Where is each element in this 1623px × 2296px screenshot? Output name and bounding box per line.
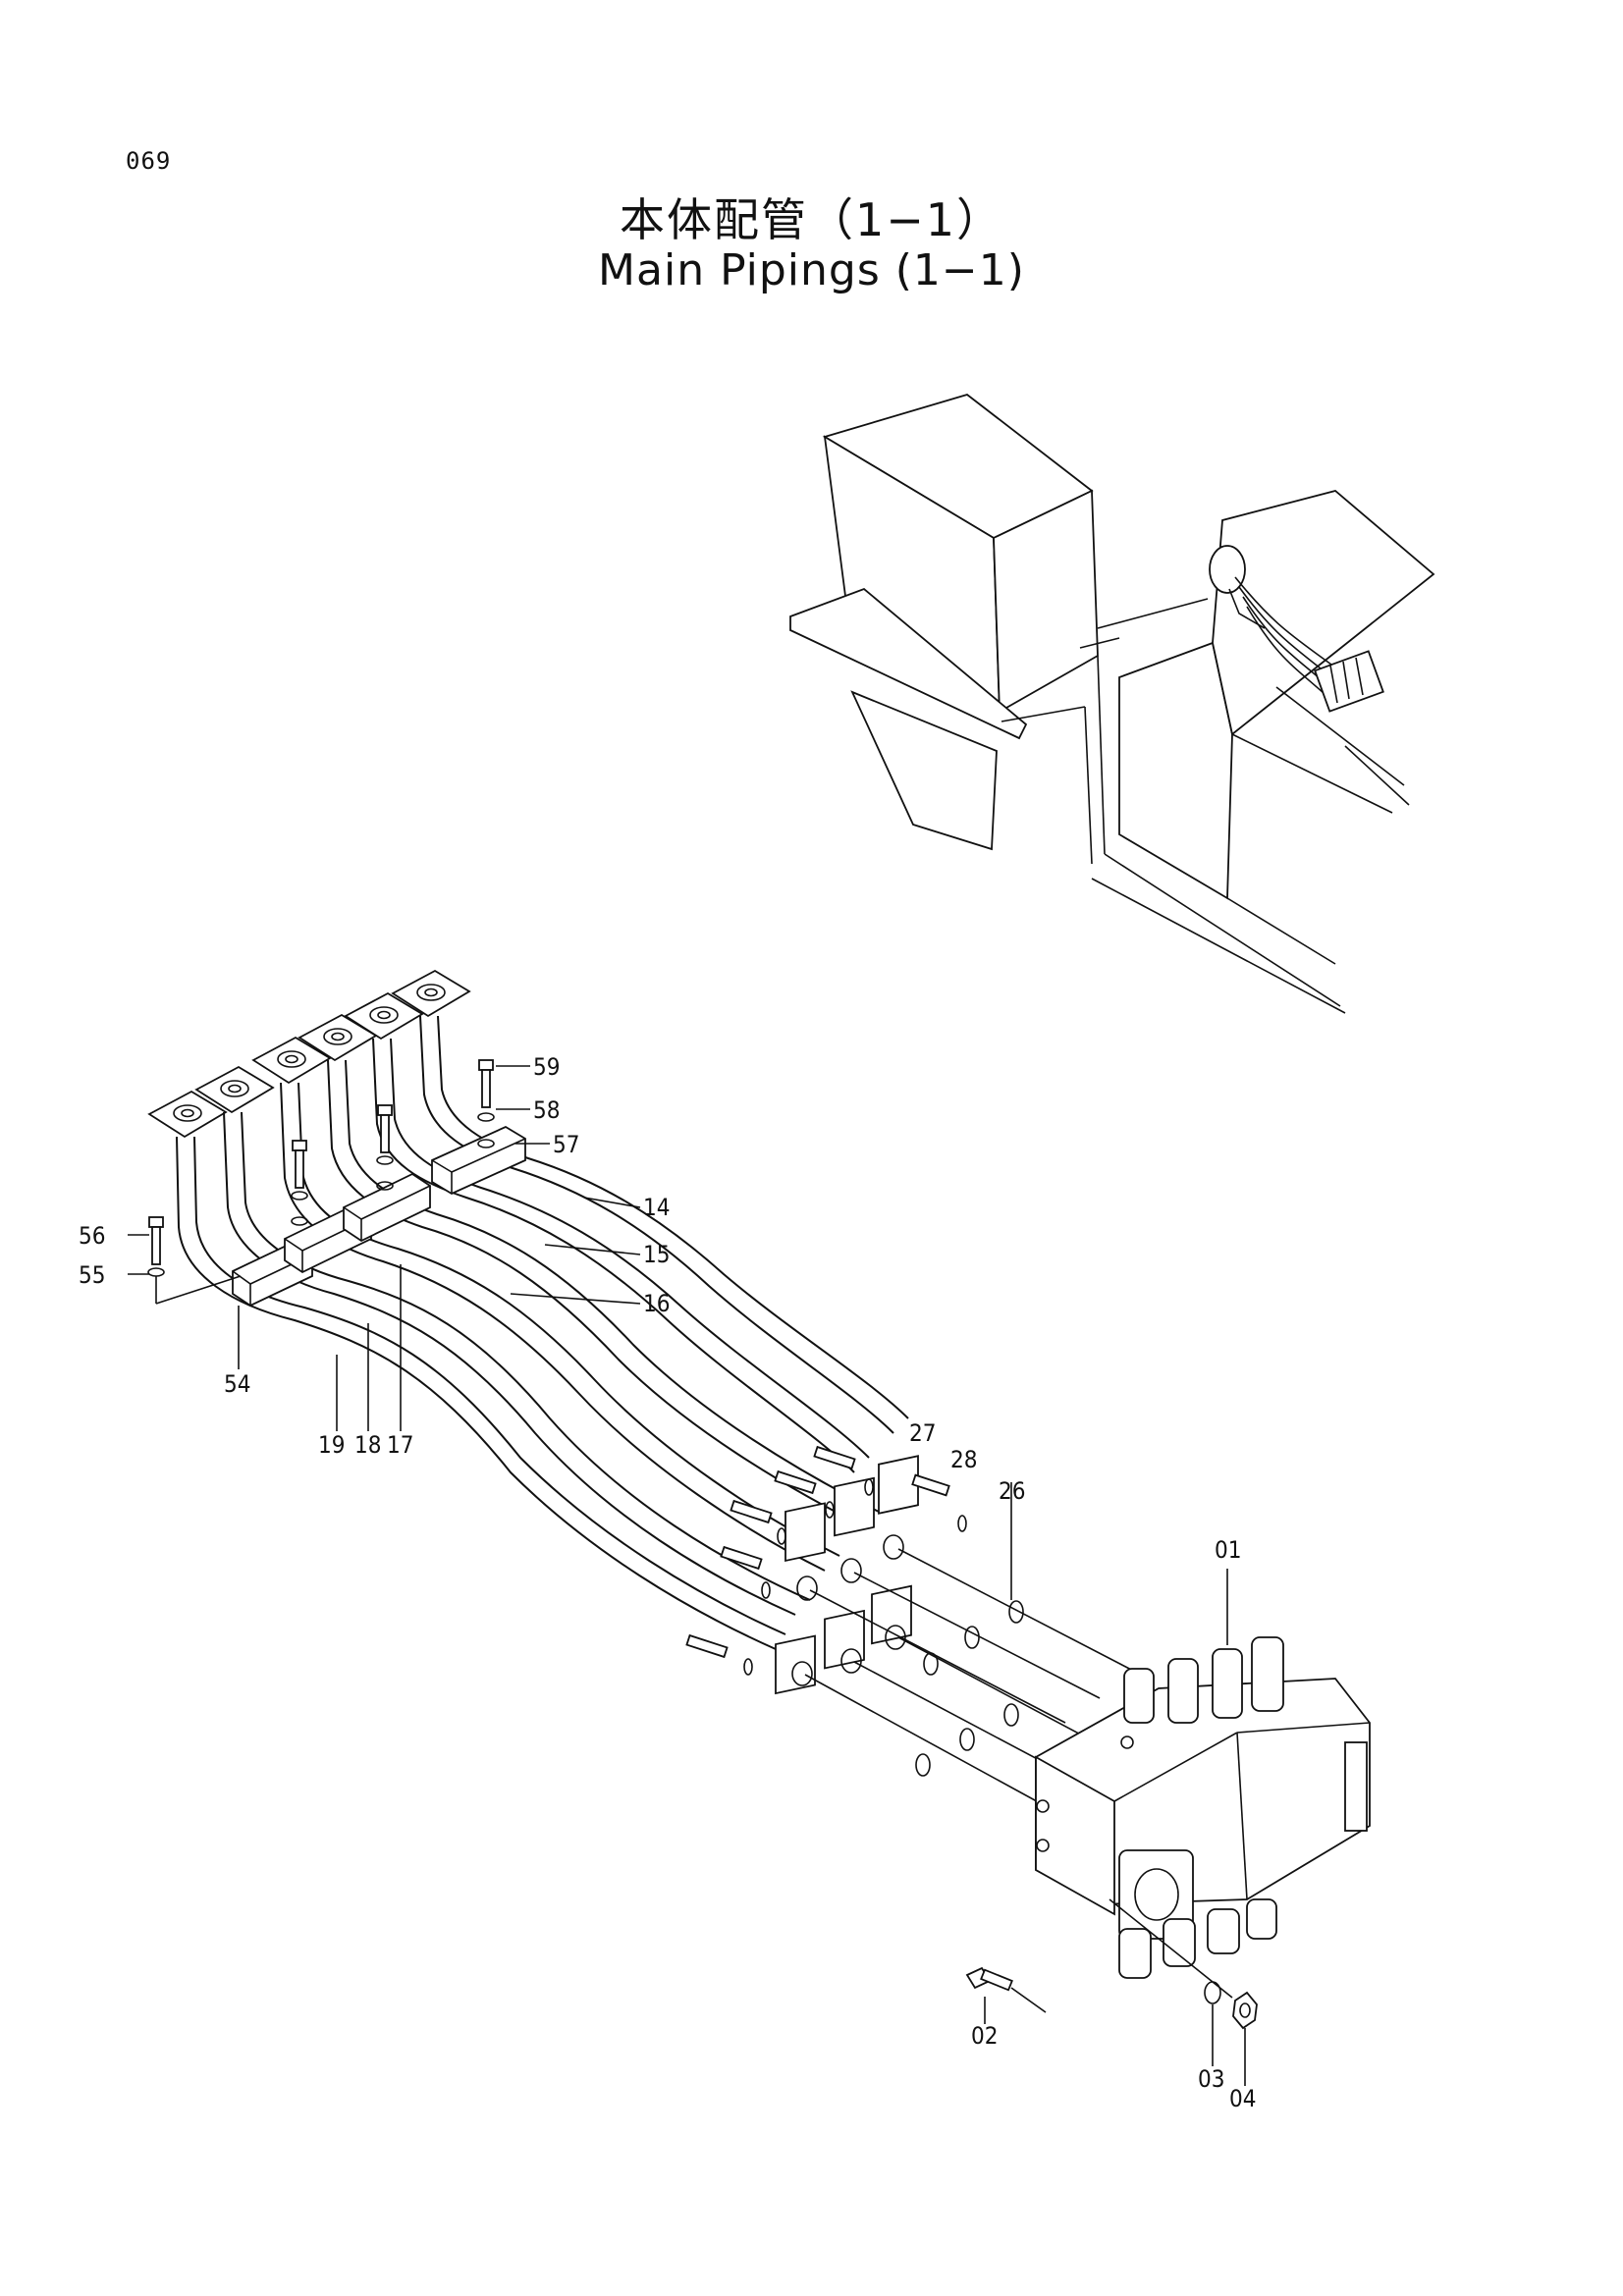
upper-flange-6 (391, 969, 471, 1018)
label-56: 56 (79, 1222, 105, 1250)
label-26: 26 (999, 1477, 1025, 1505)
label-59: 59 (533, 1053, 560, 1081)
lower-flange-5 (834, 1476, 875, 1583)
label-19: 19 (318, 1431, 345, 1459)
control-valve (1035, 1636, 1371, 1979)
label-57: 57 (553, 1131, 579, 1158)
bolt-upper-1 (291, 1140, 308, 1226)
lower-flange-2 (824, 1609, 865, 1674)
machine-overview-inset (789, 394, 1435, 1014)
label-14: 14 (643, 1194, 670, 1221)
label-15: 15 (643, 1241, 670, 1268)
label-02: 02 (971, 2022, 998, 2050)
bolt-59 (477, 1059, 495, 1148)
label-18: 18 (354, 1431, 381, 1459)
page-number: 069 (126, 147, 172, 175)
flange-bolts (685, 1445, 967, 1676)
label-03: 03 (1198, 2065, 1224, 2093)
leader-lines (128, 1065, 1246, 2086)
lower-flange-3 (871, 1584, 912, 1650)
pipe-assembly (147, 969, 1371, 2030)
title-english: Main Pipings (1−1) (598, 245, 1025, 295)
upper-flange-3 (251, 1036, 332, 1085)
label-54: 54 (224, 1370, 250, 1398)
bolt-56 (147, 1216, 242, 1305)
label-28: 28 (950, 1446, 977, 1473)
lower-flange-1 (775, 1634, 816, 1695)
lower-flange-6 (878, 1455, 919, 1560)
nut-04 (1232, 1991, 1258, 2030)
label-27: 27 (909, 1419, 936, 1447)
clamp-center (343, 1172, 431, 1243)
label-58: 58 (533, 1096, 560, 1124)
label-17: 17 (387, 1431, 413, 1459)
upper-flange-2 (194, 1065, 275, 1114)
mounting-bolt-02 (965, 1966, 1047, 2013)
clamp-57 (431, 1125, 526, 1196)
bolt-upper-2 (376, 1104, 394, 1191)
upper-flange-5 (344, 991, 424, 1041)
label-01: 01 (1215, 1536, 1241, 1564)
label-55: 55 (79, 1261, 105, 1289)
washer-03 (1204, 1981, 1221, 2004)
lower-flange-4 (784, 1502, 826, 1601)
label-16: 16 (643, 1290, 670, 1317)
label-04: 04 (1229, 2085, 1256, 2112)
title-japanese: 本体配管（1−1） (619, 193, 1004, 246)
part-labels: 01 02 03 04 14 15 16 17 18 19 26 27 28 5… (79, 1053, 1256, 2112)
upper-flange-1 (147, 1090, 228, 1139)
